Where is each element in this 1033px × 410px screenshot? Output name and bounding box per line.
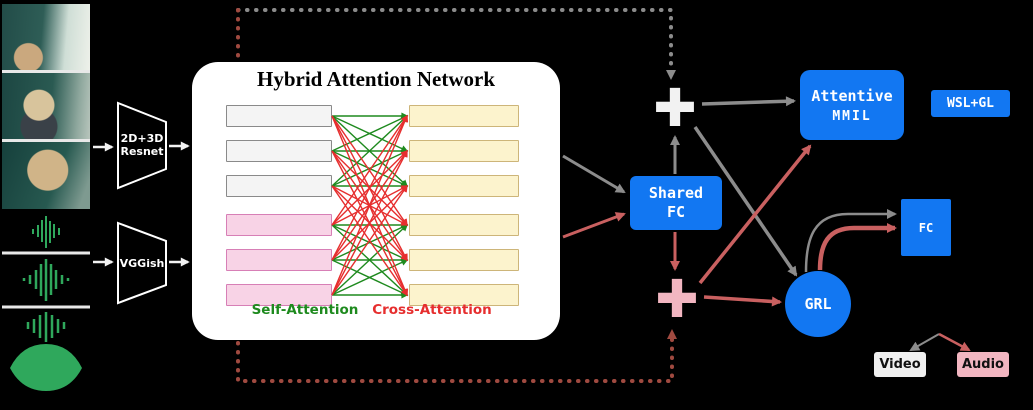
grl-node: GRL	[785, 271, 851, 337]
shared-fc-box: Shared FC	[630, 176, 722, 230]
shared-fc-line2: FC	[666, 203, 686, 221]
audio-feature-row	[226, 249, 332, 271]
audio-output-chip: Audio	[957, 352, 1009, 377]
vggish-encoder-shape	[117, 221, 167, 305]
self-attention-label: Self-Attention	[251, 302, 359, 318]
visual-feature-row	[226, 105, 332, 127]
attended-feature-row	[409, 175, 519, 197]
audio-waveform-segment	[32, 216, 60, 248]
grl-text: GRL	[804, 295, 832, 313]
panel-title: Hybrid Attention Network	[257, 67, 495, 91]
video-output-text: Video	[879, 357, 921, 372]
audio-output-text: Audio	[961, 357, 1004, 372]
visual-feature-row	[226, 140, 332, 162]
skip-connection-audio-dotted	[236, 8, 677, 383]
vggish-encoder-label: VGGish	[114, 257, 170, 270]
video-frame	[2, 4, 90, 71]
audio-waveform-segment	[26, 312, 66, 342]
resnet-encoder-label: 2D+3D Resnet	[114, 132, 170, 158]
resnet-label-line2: Resnet	[120, 145, 164, 158]
frame-separator	[2, 70, 90, 73]
audio-waveform-blob	[10, 344, 82, 391]
video-output-chip: Video	[874, 352, 926, 377]
fusion-plus-top: +	[650, 74, 699, 137]
audio-feature-row	[226, 214, 332, 236]
video-frame	[2, 142, 90, 209]
vggish-label-text: VGGish	[119, 257, 165, 270]
attended-feature-row	[409, 105, 519, 127]
fc-box: FC	[901, 199, 951, 256]
resnet-label-line1: 2D+3D	[120, 132, 164, 145]
attentive-mmil-line1: Attentive	[811, 86, 893, 105]
wsl-gl-text: WSL+GL	[947, 96, 994, 111]
visual-feature-row	[226, 175, 332, 197]
attended-feature-row	[409, 284, 519, 306]
attended-feature-row	[409, 140, 519, 162]
frame-separator	[2, 139, 90, 142]
audio-waveform	[2, 216, 90, 391]
attentive-mmil-box: Attentive MMIL	[800, 70, 904, 140]
fusion-plus-bottom: +	[652, 265, 701, 328]
video-frame	[2, 73, 90, 140]
attended-feature-row	[409, 214, 519, 236]
shared-fc-line1: Shared	[648, 184, 704, 202]
skip-connection-video-dotted	[236, 8, 676, 80]
attended-feature-row	[409, 249, 519, 271]
fc-text: FC	[918, 220, 934, 235]
wsl-gl-badge: WSL+GL	[931, 90, 1010, 117]
resnet-encoder-shape	[117, 101, 167, 190]
cross-attention-label: Cross-Attention	[372, 302, 492, 318]
attentive-mmil-line2: MMIL	[832, 108, 872, 124]
audio-waveform-segment	[22, 259, 70, 301]
audio-spectrogram	[2, 212, 90, 395]
